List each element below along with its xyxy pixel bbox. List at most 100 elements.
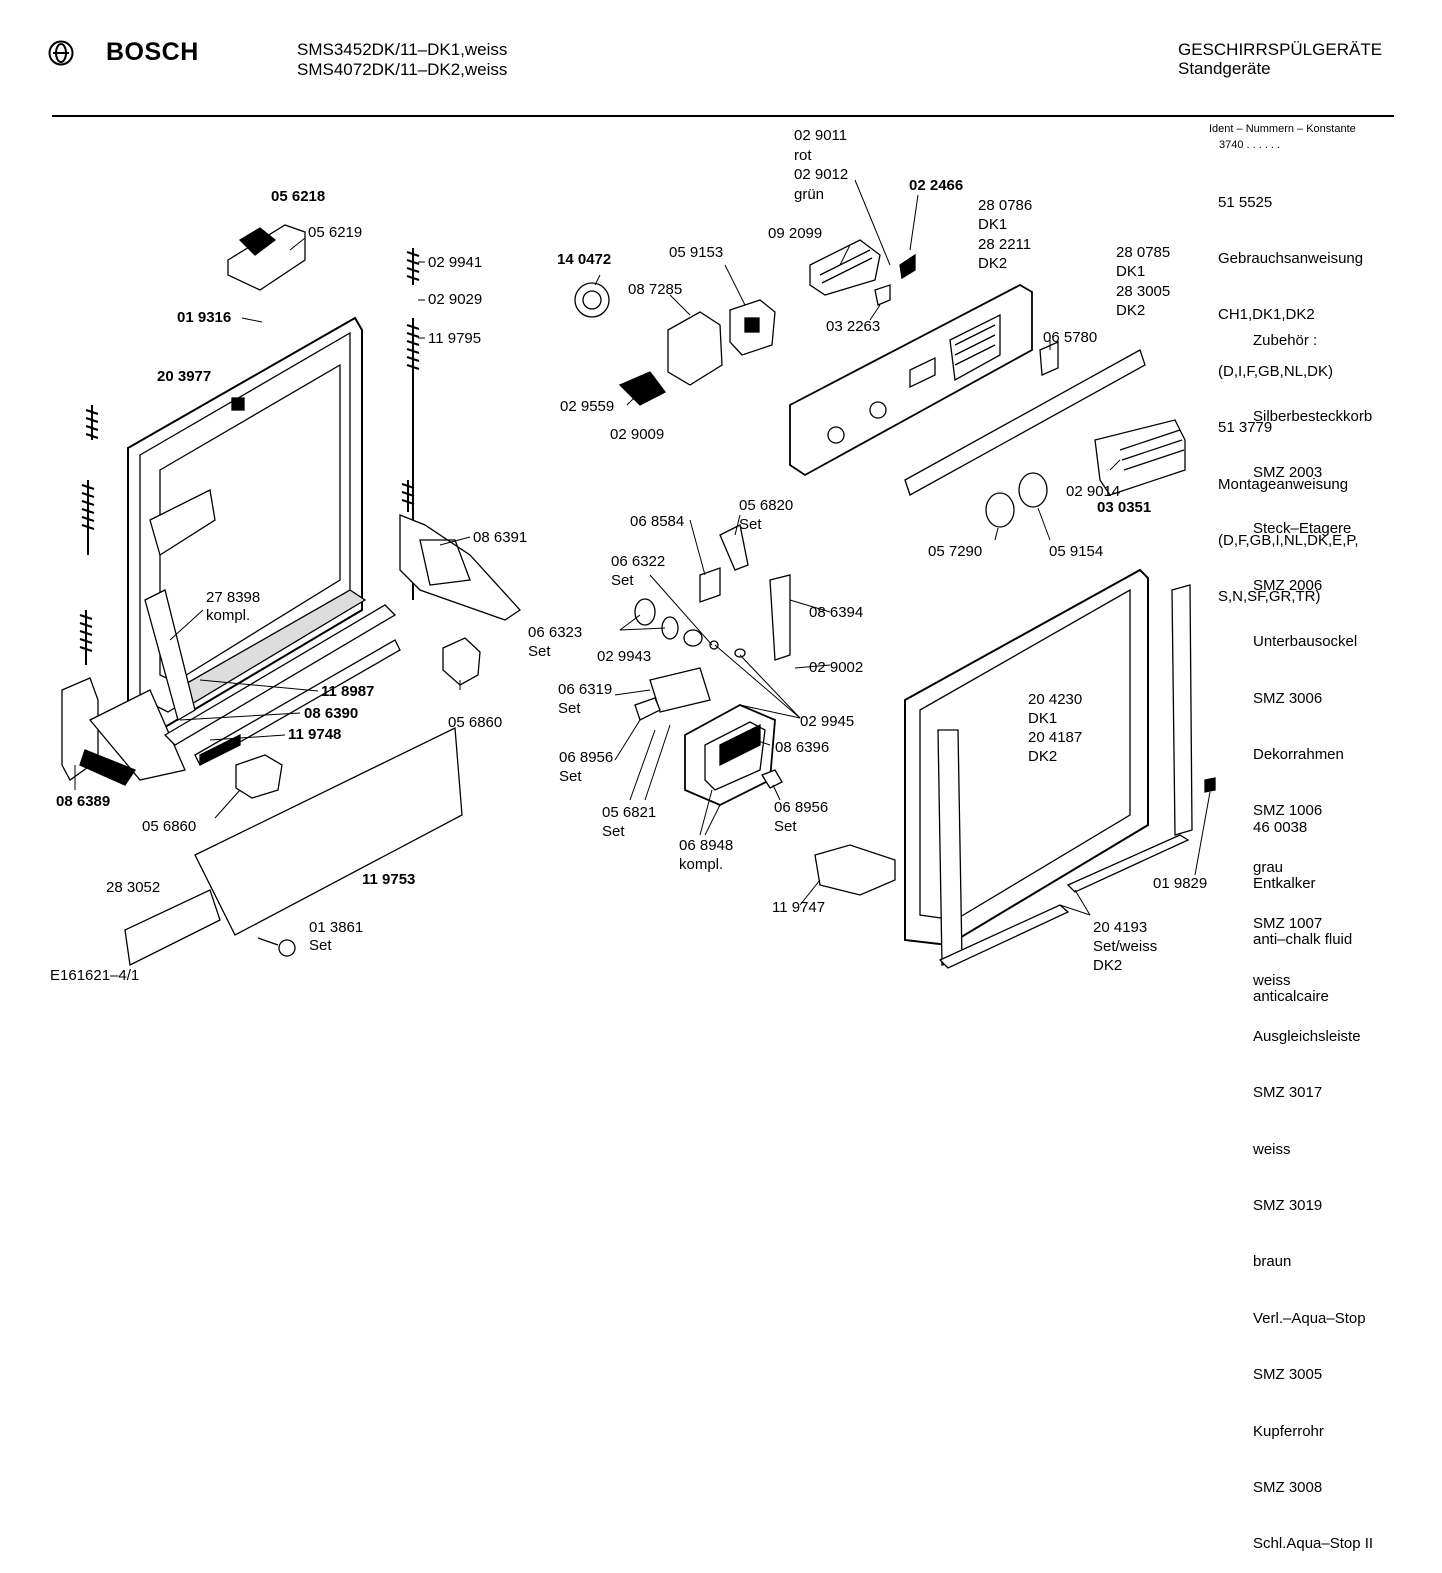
- part-label: 28 0786 DK1 28 2211 DK2: [978, 197, 1033, 272]
- part-label: 05 6820 Set: [739, 497, 794, 533]
- part-label: 02 9945: [800, 713, 855, 730]
- spring-set-left: [79, 405, 99, 665]
- accessory-line: braun: [1253, 1253, 1292, 1271]
- bosch-logo-icon: [48, 40, 74, 71]
- part-label: 06 5780: [1043, 329, 1098, 346]
- kick-plate: [124, 726, 463, 966]
- timer-assembly: [618, 299, 776, 406]
- ident-list: 51 5525 Gebrauchsanweisung CH1,DK1,DK2 (…: [1218, 156, 1363, 626]
- accessory-line: SMZ 3017: [1253, 1084, 1323, 1102]
- part-label: 03 0351: [1097, 499, 1152, 516]
- exploded-view-drawing: [61, 179, 1216, 969]
- switch-caps: [1094, 419, 1186, 496]
- cover-cap-upper: [442, 637, 481, 686]
- screw-019829: [1204, 777, 1216, 793]
- part-label: 05 6821 Set: [602, 804, 657, 840]
- part-label: 11 9795: [428, 330, 482, 347]
- part-label: 05 6219: [308, 224, 363, 241]
- part-label: 08 7285: [628, 281, 683, 298]
- descaler-line: anti–chalk fluid: [1253, 931, 1353, 949]
- model-line-2: SMS4072DK/11–DK2,weiss: [297, 60, 508, 79]
- part-label: 05 6860: [142, 818, 197, 835]
- screw-set: [257, 937, 296, 957]
- part-label: 09 2099: [768, 225, 823, 242]
- accessory-line: Steck–Etagere: [1253, 520, 1352, 538]
- part-label: 02 9029: [428, 291, 483, 308]
- knob-059154: [1018, 472, 1048, 508]
- part-label: 05 9153: [669, 244, 724, 261]
- part-label: 28 0785 DK1 28 3005 DK2: [1116, 244, 1171, 319]
- hinge-left: [61, 677, 186, 786]
- accessory-line: SMZ 2006: [1253, 576, 1323, 594]
- part-label: 08 6390: [304, 705, 359, 722]
- ident-line: S,N,SF,GR,TR): [1218, 588, 1321, 606]
- part-label: 20 4230 DK1 20 4187 DK2: [1028, 691, 1083, 765]
- ident-line: (D,I,F,GB,NL,DK): [1218, 362, 1334, 380]
- part-label: 02 9014: [1066, 483, 1121, 500]
- part-label: 02 9943: [597, 648, 652, 665]
- part-label: 05 9154: [1049, 543, 1104, 560]
- accessory-line: weiss: [1253, 1140, 1291, 1158]
- ident-line: Gebrauchsanweisung: [1218, 249, 1364, 267]
- part-label: 05 7290: [928, 543, 983, 560]
- header-rule: [52, 115, 1394, 117]
- part-label: 05 6218: [271, 188, 326, 205]
- descaler-line: Entkalker: [1253, 874, 1316, 892]
- control-panel-housing: [789, 283, 1033, 477]
- part-label: 11 9753: [362, 871, 416, 888]
- ident-code: 3740 . . . . . .: [1219, 139, 1281, 151]
- accessory-line: SMZ 3006: [1253, 689, 1323, 707]
- part-label: 02 9009: [610, 426, 665, 443]
- category-title: GESCHIRRSPÜLGERÄTE: [1178, 40, 1383, 59]
- accessory-line: SMZ 1007: [1253, 915, 1323, 933]
- ident-line: Montageanweisung: [1218, 475, 1349, 493]
- part-label: 06 8948 kompl.: [679, 837, 734, 873]
- part-label: 01 3861 Set: [309, 919, 364, 954]
- model-line-1: SMS3452DK/11–DK1,weiss: [297, 40, 508, 59]
- part-label: 06 8584: [630, 513, 685, 530]
- accessory-line: Ausgleichsleiste: [1253, 1027, 1361, 1045]
- trim-strip: [904, 349, 1146, 496]
- ident-line: (D,F,GB,I,NL,DK,E,P,: [1218, 531, 1359, 549]
- part-label: 01 9829: [1153, 875, 1208, 892]
- part-label: 06 6323 Set: [528, 624, 583, 660]
- leader-lines: [74, 179, 1211, 916]
- bottom-strip-lower: [938, 904, 1070, 969]
- hinge-right: [399, 514, 521, 621]
- drawing-id: E161621–4/1: [50, 967, 140, 984]
- part-label: 02 9011 rot 02 9012 grün: [794, 127, 849, 203]
- part-label: 27 8398 kompl.: [206, 589, 261, 624]
- part-label: 08 6396: [775, 739, 830, 756]
- part-label: 08 6391: [473, 529, 528, 546]
- accessory-line: SMZ 3008: [1253, 1479, 1323, 1497]
- bracket-119747: [814, 844, 896, 896]
- part-label: 11 9748: [288, 726, 342, 743]
- part-label: 06 8956 Set: [774, 799, 829, 835]
- knob-057290: [985, 492, 1015, 528]
- ident-title: Ident – Nummern – Konstante: [1209, 123, 1356, 135]
- part-label: 28 3052: [106, 879, 161, 896]
- part-label: 08 6389: [56, 793, 111, 810]
- program-knob: [574, 282, 610, 318]
- part-label: 11 9747: [772, 899, 826, 916]
- lamp-part: [899, 253, 916, 280]
- ident-line: CH1,DK1,DK2: [1218, 306, 1315, 324]
- part-label: 02 9002: [809, 659, 864, 676]
- part-label: 20 3977: [157, 368, 212, 385]
- part-label: 08 6394: [809, 604, 864, 621]
- accessory-line: Dekorrahmen: [1253, 745, 1344, 763]
- descaler-line: anticalcaire: [1253, 987, 1329, 1005]
- accessory-line: SMZ 3019: [1253, 1197, 1323, 1215]
- cover-cap-lower: [235, 754, 283, 799]
- accessory-line: SMZ 2003: [1253, 463, 1323, 481]
- inner-door-panel: [127, 316, 367, 732]
- accessory-line: grau: [1253, 858, 1284, 876]
- screw-part: [874, 284, 891, 306]
- part-label: 20 4193 Set/weiss DK2: [1093, 919, 1158, 974]
- detergent-dispenser: [649, 667, 776, 806]
- part-label: 02 9559: [560, 398, 615, 415]
- subcategory-title: Standgeräte: [1178, 59, 1271, 78]
- bottom-rails: [163, 604, 401, 767]
- accessory-line: Unterbausockel: [1253, 633, 1358, 651]
- bottom-strip-upper: [1066, 834, 1190, 893]
